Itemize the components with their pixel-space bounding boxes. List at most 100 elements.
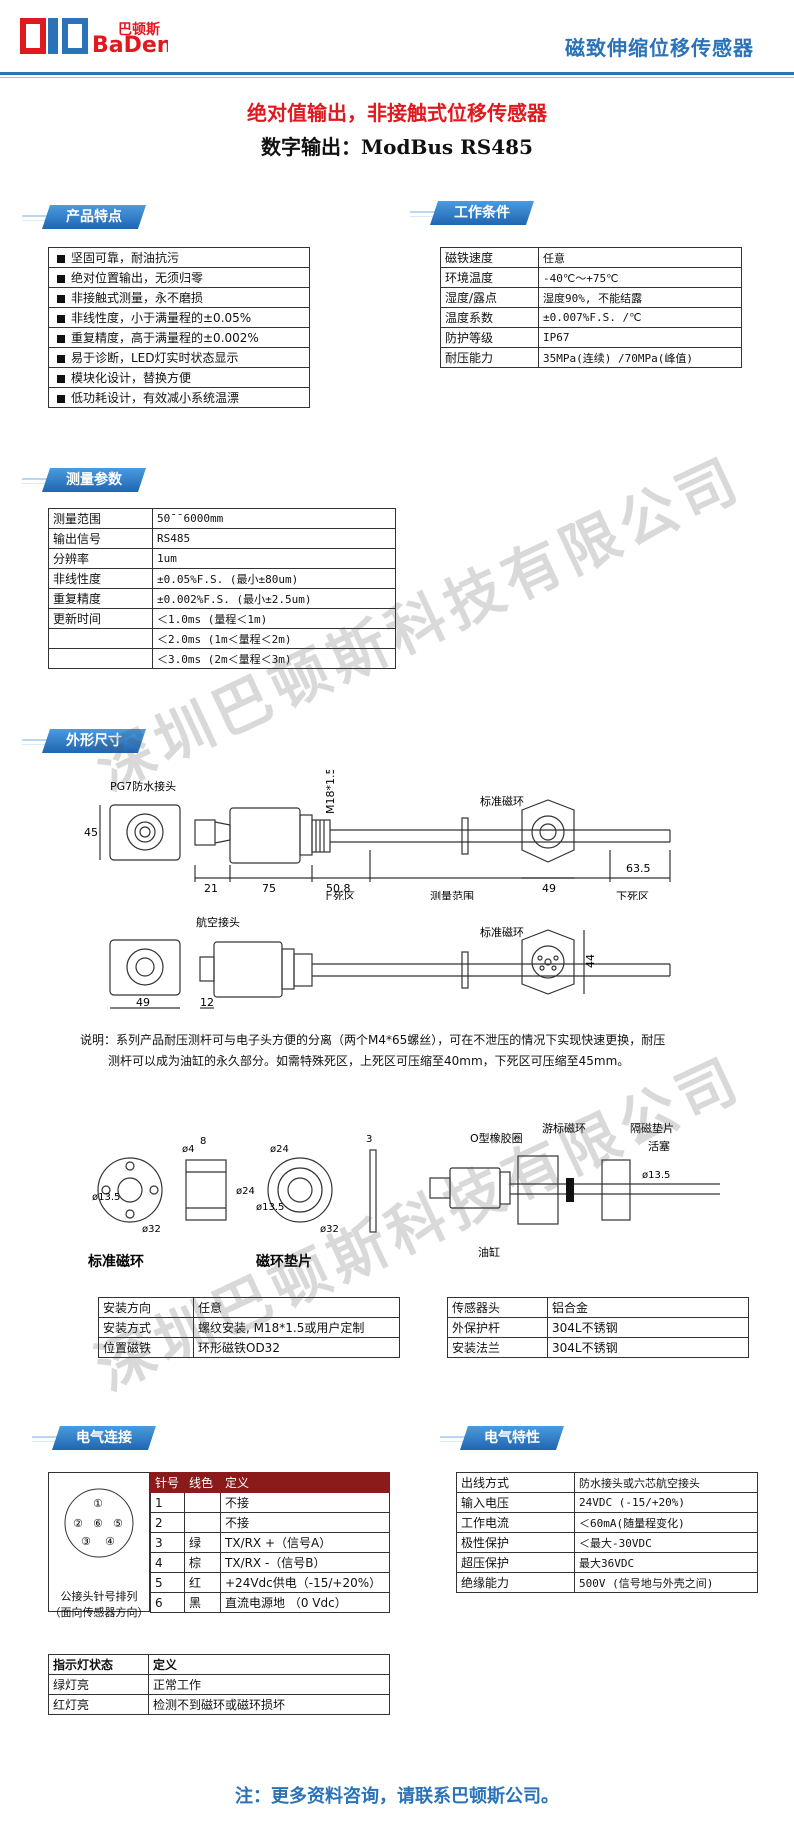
measure-row-cell: 更新时间 bbox=[48, 608, 153, 629]
feature-item-cell: 非线性度，小于满量程的±0.05% bbox=[48, 307, 310, 328]
install-row-cell: 任意 bbox=[193, 1297, 400, 1318]
dim-135: ø13.5 bbox=[92, 1192, 120, 1203]
travel-magnet bbox=[566, 1178, 574, 1202]
pin-row-cell: 1 bbox=[150, 1492, 185, 1513]
feature-item-cell: 模块化设计，替换方便 bbox=[48, 367, 310, 388]
measure-row: ＜3.0ms (2m＜量程＜3m) bbox=[48, 648, 396, 669]
pin-row-cell: TX/RX +（信号A） bbox=[220, 1532, 390, 1553]
header-rule-thin bbox=[0, 77, 794, 78]
section-electrical-conn: 电气连接 bbox=[32, 1425, 332, 1451]
pin-row-cell bbox=[184, 1512, 221, 1533]
pin-glyph-4: ④ bbox=[105, 1535, 115, 1548]
pin-head-def: 定义 bbox=[220, 1472, 390, 1493]
title-spacer: 磁环垫片 bbox=[256, 1253, 312, 1270]
feature-item: 低功耗设计，有效减小系统温漂 bbox=[48, 387, 310, 408]
led-row: 绿灯亮正常工作 bbox=[48, 1674, 390, 1695]
logo: BaDens 巴顿斯 bbox=[18, 14, 186, 58]
condition-row-cell: 环境温度 bbox=[440, 267, 539, 288]
section-dimensions: 外形尺寸 bbox=[22, 728, 322, 754]
echar-row-cell: 极性保护 bbox=[456, 1532, 575, 1553]
dim-4: ø4 bbox=[182, 1144, 194, 1155]
note-line-1: 说明：系列产品耐压测杆可与电子头方便的分离（两个M4*65螺丝），可在不泄压的情… bbox=[80, 1033, 666, 1047]
label-oring: O型橡胶圈 bbox=[470, 1131, 523, 1145]
pin-row-cell: TX/RX -（信号B） bbox=[220, 1552, 390, 1573]
condition-row-cell: 湿度90%, 不能结露 bbox=[538, 287, 742, 308]
pin-row-cell: 直流电源地 （0 Vdc） bbox=[220, 1592, 390, 1613]
feature-item-cell: 重复精度，高于满量程的±0.002% bbox=[48, 327, 310, 348]
label-aviation: 航空接头 bbox=[196, 915, 240, 929]
echar-row-cell: 超压保护 bbox=[456, 1552, 575, 1573]
label-travel-ring: 游标磁环 bbox=[542, 1121, 586, 1135]
pin-row-cell: 5 bbox=[150, 1572, 185, 1593]
install-row-cell: 安装方向 bbox=[98, 1297, 194, 1318]
led-head-state: 指示灯状态 bbox=[48, 1654, 149, 1675]
section-electrical-char-label: 电气特性 bbox=[460, 1426, 564, 1450]
install-row: 位置磁铁环形磁铁OD32 bbox=[98, 1337, 400, 1358]
feature-item-cell: 低功耗设计，有效减小系统温漂 bbox=[48, 387, 310, 408]
dim-32b: ø32 bbox=[320, 1224, 339, 1235]
led-head-def: 定义 bbox=[148, 1654, 390, 1675]
measure-row-cell: 分辨率 bbox=[48, 548, 153, 569]
echar-row-cell: 防水接头或六芯航空接头 bbox=[574, 1472, 758, 1493]
title-standard-ring: 标准磁环 bbox=[87, 1253, 144, 1270]
echar-row-cell: 出线方式 bbox=[456, 1472, 575, 1493]
pin-row-cell: 黑 bbox=[184, 1592, 221, 1613]
measure-row-cell: ＜1.0ms (量程＜1m) bbox=[152, 608, 396, 629]
pin-row-cell: 2 bbox=[150, 1512, 185, 1533]
label-m18: M18*1.5 bbox=[324, 770, 337, 814]
echar-row: 超压保护最大36VDC bbox=[456, 1552, 758, 1573]
pin-row-cell: +24Vdc供电（-15/+20%） bbox=[220, 1572, 390, 1593]
condition-row: 温度系数±0.007%F.S. /℃ bbox=[440, 307, 742, 328]
pin-row-cell: 棕 bbox=[184, 1552, 221, 1573]
dim-45: 45 bbox=[84, 826, 98, 839]
section-measure: 测量参数 bbox=[22, 467, 322, 493]
note-line-2: 测杆可以成为油缸的永久部分。如需特殊死区，上死区可压缩至40mm，下死区可压缩至… bbox=[108, 1054, 630, 1068]
pin-glyph-1: ① bbox=[93, 1497, 103, 1510]
connector-caption: 公接头针号排列 （面向传感器方向） bbox=[48, 1588, 150, 1620]
pin-row-cell: 3 bbox=[150, 1532, 185, 1553]
dim-24: ø24 bbox=[236, 1186, 255, 1197]
connector-caption-1: 公接头针号排列 bbox=[60, 1590, 138, 1603]
led-row: 红灯亮检测不到磁环或磁环损坏 bbox=[48, 1694, 390, 1715]
features-table: 坚固可靠，耐油抗污绝对位置输出，无须归零非接触式测量，永不磨损非线性度，小于满量… bbox=[48, 247, 310, 408]
feature-item: 重复精度，高于满量程的±0.002% bbox=[48, 327, 310, 348]
bullet-square-icon bbox=[57, 274, 65, 283]
echar-row-cell: 输入电压 bbox=[456, 1492, 575, 1513]
condition-row-cell: -40℃～+75℃ bbox=[538, 267, 742, 288]
feature-item: 模块化设计，替换方便 bbox=[48, 367, 310, 388]
bullet-square-icon bbox=[57, 374, 65, 383]
condition-row-cell: ±0.007%F.S. /℃ bbox=[538, 307, 742, 328]
bullet-square-icon bbox=[57, 294, 65, 303]
dim-508: 50.8 bbox=[326, 882, 351, 895]
measure-row-cell: 50¯¯6000mm bbox=[152, 508, 396, 529]
section-dimensions-label: 外形尺寸 bbox=[42, 729, 146, 753]
section-measure-label: 测量参数 bbox=[42, 468, 146, 492]
label-ring-2: 标准磁环 bbox=[480, 925, 524, 939]
dim-44: 44 bbox=[584, 954, 597, 968]
section-electrical-char: 电气特性 bbox=[440, 1425, 740, 1451]
connector-caption-2: （面向传感器方向） bbox=[49, 1606, 149, 1619]
bullet-square-icon bbox=[57, 314, 65, 323]
section-features-label: 产品特点 bbox=[42, 205, 146, 229]
measure-row-cell: 非线性度 bbox=[48, 568, 153, 589]
led-table: 指示灯状态 定义 绿灯亮正常工作红灯亮检测不到磁环或磁环损坏 bbox=[48, 1654, 390, 1715]
drawing-pg7: PG7防水接头 M18*1.5 标准磁环 45 21 75 50.8 63.5 … bbox=[84, 770, 671, 900]
bullet-square-icon bbox=[57, 394, 65, 403]
measure-row-cell bbox=[48, 628, 153, 649]
feature-item-cell: 非接触式测量，永不磨损 bbox=[48, 287, 310, 308]
pin-row-cell: 红 bbox=[184, 1572, 221, 1593]
measure-row: 非线性度±0.05%F.S. (最小±80um) bbox=[48, 568, 396, 589]
echar-row: 极性保护＜最大-30VDC bbox=[456, 1532, 758, 1553]
led-row-cell: 检测不到磁环或磁环损坏 bbox=[148, 1694, 390, 1715]
echar-row-cell: 绝缘能力 bbox=[456, 1572, 575, 1593]
install-table-left: 安装方向任意安装方式螺纹安装, M18*1.5或用户定制位置磁铁环形磁铁OD32 bbox=[98, 1297, 400, 1358]
headline-output: 数字输出：ModBus RS485 bbox=[261, 135, 533, 159]
condition-row-cell: 耐压能力 bbox=[440, 347, 539, 368]
